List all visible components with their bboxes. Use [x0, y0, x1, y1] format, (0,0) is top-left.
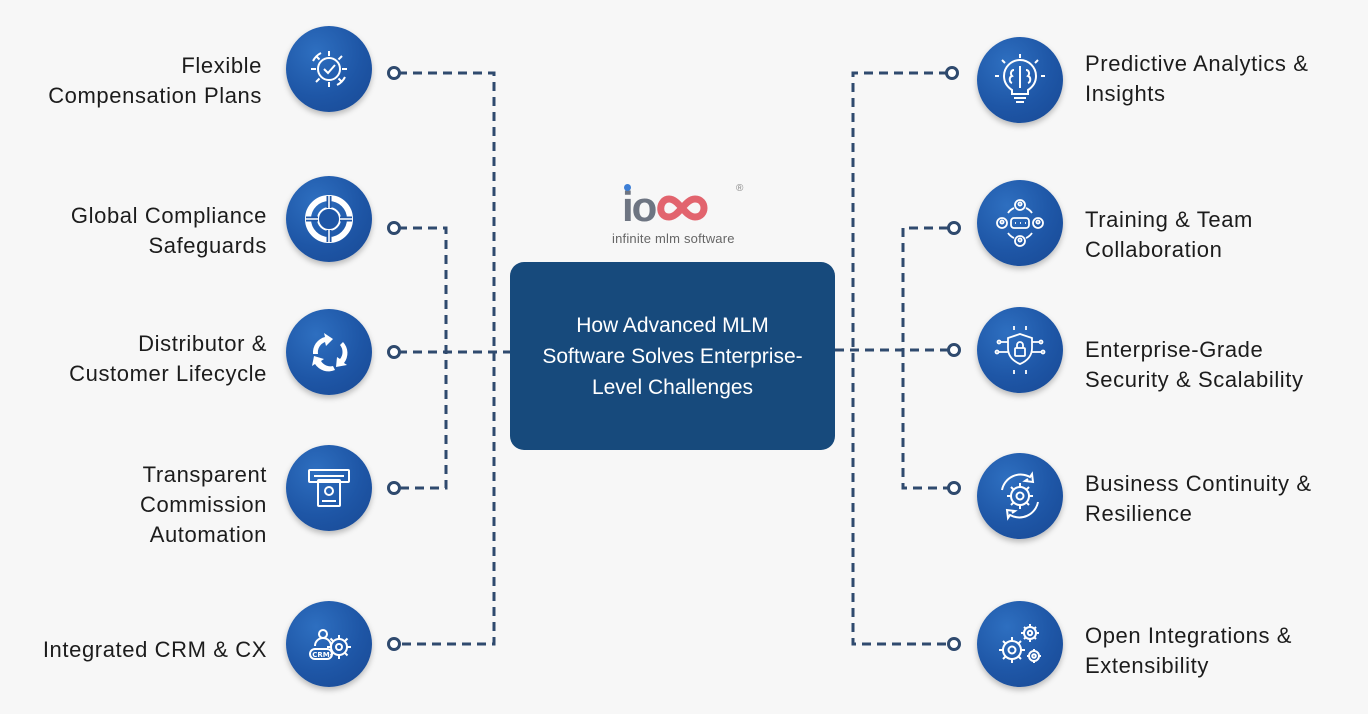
registered-mark: ®	[736, 183, 744, 194]
logo-mark: io	[622, 183, 711, 231]
connector-node	[947, 481, 961, 495]
label-flexible-compensation: Flexible Compensation Plans	[48, 53, 262, 108]
label-open-integrations: Open Integrations & Extensibility	[1085, 623, 1293, 678]
central-topic-box: How Advanced MLM Software Solves Enterpr…	[510, 262, 835, 450]
gear-cycle-icon	[977, 453, 1063, 539]
connector-node	[947, 637, 961, 651]
connector-node	[387, 481, 401, 495]
connector-node	[387, 345, 401, 359]
label-predictive-analytics: Predictive Analytics & Insights	[1085, 51, 1309, 106]
connector-node	[387, 637, 401, 651]
lifebuoy-icon	[286, 176, 372, 262]
connector-node	[387, 66, 401, 80]
connector-node	[947, 343, 961, 357]
connector-node	[945, 66, 959, 80]
connector-right-1	[851, 71, 948, 646]
label-distributor-lifecycle: Distributor & Customer Lifecycle	[69, 331, 267, 386]
label-business-continuity: Business Continuity & Resilience	[1085, 471, 1312, 526]
logo-tagline: infinite mlm software	[612, 231, 735, 246]
secure-chip-icon	[977, 307, 1063, 393]
connector-node	[947, 221, 961, 235]
label-enterprise-security: Enterprise-Grade Security & Scalability	[1085, 337, 1304, 392]
svg-text:CRM: CRM	[312, 651, 330, 659]
label-training-collaboration: Training & Team Collaboration	[1085, 207, 1253, 262]
brain-bulb-icon	[977, 37, 1063, 123]
label-transparent-commission: Transparent Commission Automation	[139, 462, 267, 547]
label-global-compliance: Global Compliance Safeguards	[70, 203, 267, 258]
team-chat-icon	[977, 180, 1063, 266]
connector-left-1	[398, 71, 496, 646]
connector-right-2	[901, 226, 948, 490]
connector-left-2	[398, 226, 448, 490]
connector-node	[387, 221, 401, 235]
cycle-arrows-icon	[286, 309, 372, 395]
central-topic-title: How Advanced MLM Software Solves Enterpr…	[542, 313, 803, 399]
gears-icon	[977, 601, 1063, 687]
company-logo: io ® infinite mlm software	[612, 183, 752, 249]
label-integrated-crm: Integrated CRM & CX	[42, 637, 267, 662]
cash-dispenser-icon	[286, 445, 372, 531]
gear-check-icon	[286, 26, 372, 112]
crm-gear-icon: CRM	[286, 601, 372, 687]
